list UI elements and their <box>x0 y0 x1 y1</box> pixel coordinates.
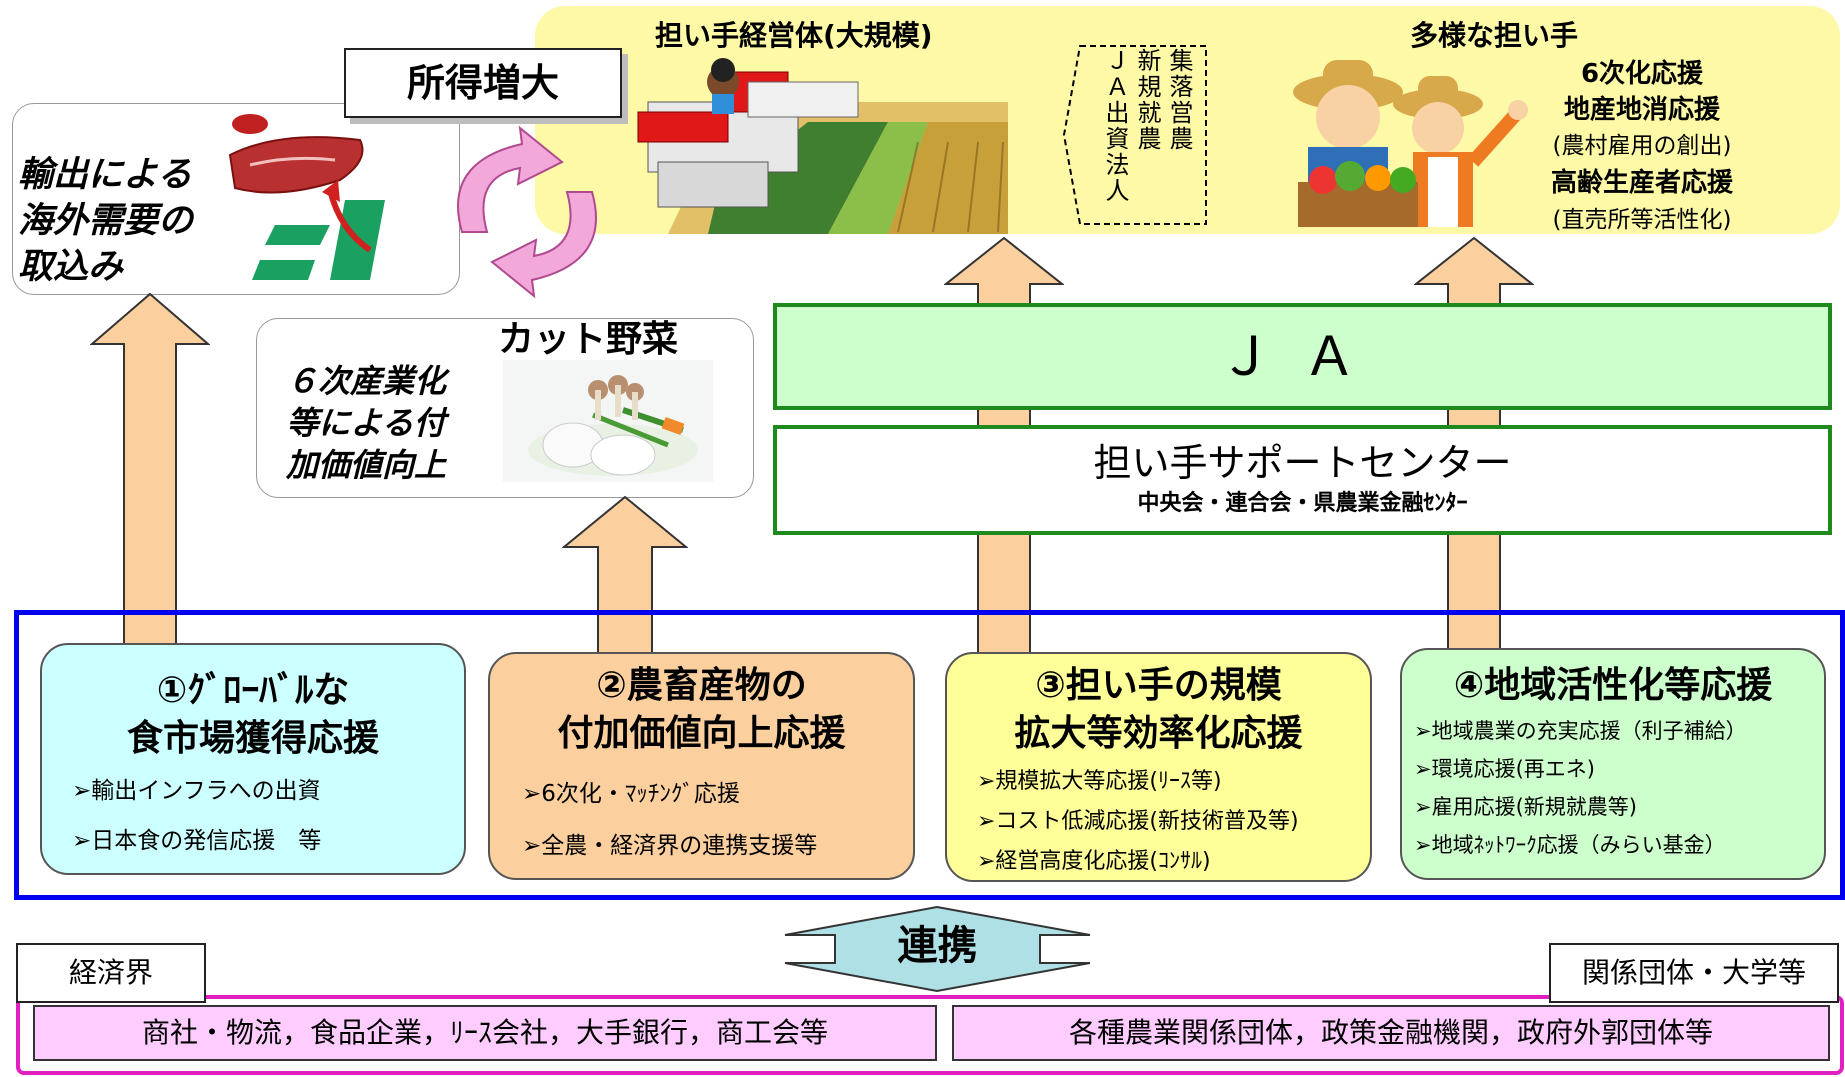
support-box-global: ①ｸﾞﾛｰﾊﾞﾙな 食市場獲得応援 ➢輸出インフラへの出資 ➢日本食の発信応援 … <box>40 643 466 875</box>
support-4-title: ④地域活性化等応援 <box>1453 665 1773 706</box>
up-arrow-2 <box>562 495 688 655</box>
business-community-label: 経済界 <box>16 943 206 1003</box>
support-3-title-1: ③担い手の規模 <box>1035 665 1282 706</box>
support-programs-frame <box>14 610 1845 900</box>
export-box <box>12 103 460 295</box>
support-1-title-1: ①ｸﾞﾛｰﾊﾞﾙな <box>156 670 350 711</box>
income-increase-label: 所得増大 <box>344 48 622 118</box>
support-2-title-1: ②農畜産物の <box>596 665 807 706</box>
tractor-field-illustration <box>637 58 1008 234</box>
diverse-item-6ji: 6次化応援 <box>1580 59 1704 89</box>
support-4-item: ➢地域農業の充実応援（利子補給） <box>1414 719 1747 743</box>
cut-vegetables-photo <box>503 360 713 482</box>
up-arrow-1 <box>90 292 210 652</box>
value-add-text: ６次産業化 等による付 加価値向上 <box>286 360 446 486</box>
support-2-title-2: 付加価値向上応援 <box>557 713 846 754</box>
vertical-label-group: 集落営農 新規就農 ＪＡ出資法人 <box>1100 48 1194 218</box>
diverse-item-koureisha: 高齢生産者応援 <box>1550 168 1733 198</box>
diverse-item-chokubai: (直売所等活性化) <box>1552 207 1732 233</box>
value-add-line-2: 等による付 <box>286 404 446 442</box>
vertical-label-shuraku: 集落営農 <box>1165 48 1193 152</box>
support-1-title-2: 食市場獲得応援 <box>126 718 379 759</box>
support-3-title-2: 拡大等効率化応援 <box>1014 713 1303 754</box>
large-farm-title: 担い手経営体(大規模) <box>655 19 933 52</box>
dashed-label-frame <box>1062 45 1207 225</box>
related-organizations-label: 関係団体・大学等 <box>1549 943 1839 1003</box>
organization-members: 各種農業関係団体，政策金融機関，政府外郭団体等 <box>952 1005 1830 1061</box>
diverse-items: 6次化応援 地産地消応援 (農村雇用の創出) 高齢生産者応援 (直売所等活性化) <box>1522 56 1762 238</box>
support-center-subtitle-2: 中央会・連合会・県農業金融ｾﾝﾀｰ <box>1137 491 1468 516</box>
support-4-item: ➢雇用応援(新規就農等) <box>1414 795 1637 819</box>
support-4-item: ➢地域ﾈｯﾄﾜｰｸ応援（みらい基金） <box>1414 833 1726 857</box>
export-line-2: 海外需要の <box>18 201 194 241</box>
diverse-item-koyou: (農村雇用の創出) <box>1552 133 1732 159</box>
value-add-line-3: 加価値向上 <box>286 446 447 484</box>
support-1-item: ➢日本食の発信応援 等 <box>72 828 322 854</box>
diverse-title: 多様な担い手 <box>1410 19 1579 52</box>
support-box-scale-up: ③担い手の規模 拡大等効率化応援 ➢規模拡大等応援(ﾘｰｽ等) ➢コスト低減応援… <box>945 652 1372 882</box>
support-center-title-2: 担い手サポートセンター <box>1093 441 1512 485</box>
support-1-item: ➢輸出インフラへの出資 <box>72 778 321 804</box>
meat-ja-logo-illustration <box>228 114 385 280</box>
cut-vegetables-title: カット野菜 <box>498 319 679 360</box>
support-3-item: ➢経営高度化応援(ｺﾝｻﾙ) <box>977 849 1211 874</box>
support-3-item: ➢コスト低減応援(新技術普及等) <box>977 809 1299 834</box>
partners-frame <box>16 995 1844 1075</box>
support-2-item: ➢全農・経済界の連携支援等 <box>522 833 818 859</box>
support-box-regional: ④地域活性化等応援 ➢地域農業の充実応援（利子補給） ➢環境応援(再エネ) ➢雇… <box>1400 648 1826 880</box>
renkei-label: 連携 <box>897 923 978 969</box>
support-center-overlay: 担い手サポートセンター 中央会・連合会・県農業金融ｾﾝﾀｰ <box>773 425 1832 535</box>
support-3-item: ➢規模拡大等応援(ﾘｰｽ等) <box>977 769 1222 794</box>
renkei-double-arrow <box>784 905 1091 993</box>
export-text: 輸出による 海外需要の 取込み <box>18 152 193 290</box>
farmers-illustration <box>1293 60 1528 227</box>
export-line-3: 取込み <box>18 247 124 287</box>
value-add-line-1: ６次産業化 <box>286 362 447 400</box>
business-members: 商社・物流，食品企業，ﾘｰｽ会社，大手銀行，商工会等 <box>33 1005 937 1061</box>
cycle-arrows-icon <box>457 125 597 299</box>
diverse-item-chisan: 地産地消応援 <box>1563 95 1720 125</box>
vertical-label-ja-corp: ＪＡ出資法人 <box>1101 48 1129 204</box>
support-4-item: ➢環境応援(再エネ) <box>1414 757 1595 781</box>
ja-box-overlay: ＪＡ <box>773 303 1832 410</box>
support-box-value-add: ②農畜産物の 付加価値向上応援 ➢6次化・ﾏｯﾁﾝｸﾞ応援 ➢全農・経済界の連携… <box>488 652 915 880</box>
export-line-1: 輸出による <box>18 155 192 195</box>
vertical-label-shinki: 新規就農 <box>1133 48 1161 152</box>
support-2-item: ➢6次化・ﾏｯﾁﾝｸﾞ応援 <box>522 781 740 807</box>
